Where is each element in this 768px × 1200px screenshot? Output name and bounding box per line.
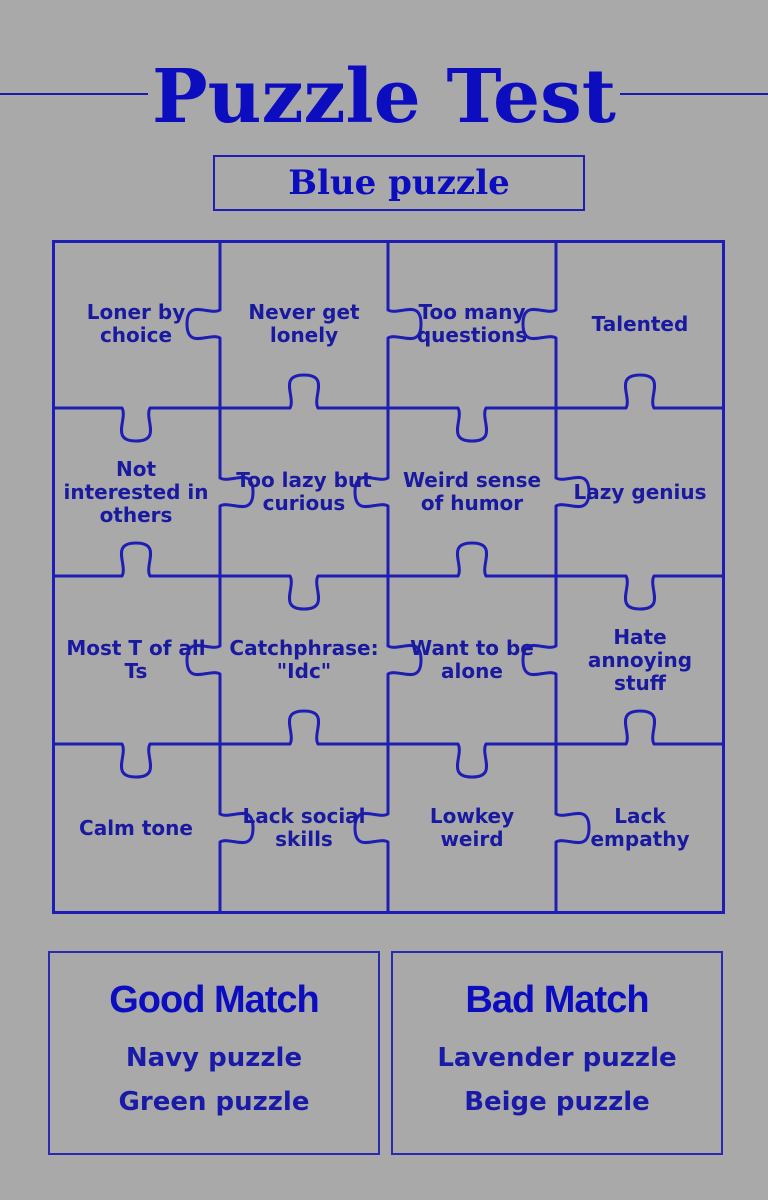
puzzle-piece: Want to be alone	[388, 576, 556, 744]
puzzle-piece: Most T of all Ts	[52, 576, 220, 744]
piece-edge-vertical	[185, 574, 222, 746]
piece-edge-horizontal	[554, 709, 725, 746]
piece-edge-horizontal	[52, 406, 222, 443]
title-rule-right	[618, 93, 768, 95]
piece-edge-horizontal	[554, 373, 725, 410]
piece-label: Talented	[591, 311, 689, 336]
piece-label: Weird sense of humor	[402, 468, 542, 515]
puzzle-piece: Lack empathy	[556, 744, 724, 912]
bad-match-box: Bad Match Lavender puzzle Beige puzzle	[391, 951, 723, 1155]
piece-edge-vertical	[554, 406, 591, 578]
puzzle-piece: Calm tone	[52, 744, 220, 912]
bad-match-item: Beige puzzle	[464, 1087, 650, 1117]
piece-edge-horizontal	[386, 742, 558, 779]
piece-edge-horizontal	[52, 742, 222, 779]
piece-label: Too many questions	[416, 300, 528, 347]
piece-label: Calm tone	[79, 815, 193, 840]
good-match-item: Green puzzle	[118, 1087, 310, 1117]
piece-edge-vertical	[386, 240, 423, 410]
piece-edge-horizontal	[218, 373, 390, 410]
piece-label: Not interested in others	[63, 456, 209, 527]
bad-match-list: Lavender puzzle Beige puzzle	[437, 1036, 676, 1124]
piece-edge-horizontal	[218, 709, 390, 746]
piece-edge-vertical	[353, 742, 390, 914]
puzzle-outline	[52, 240, 725, 914]
subtitle-box: Blue puzzle	[213, 155, 585, 211]
good-match-box: Good Match Navy puzzle Green puzzle	[48, 951, 380, 1155]
puzzle-piece: Talented	[556, 240, 724, 408]
puzzle-piece: Weird sense of humor	[388, 408, 556, 576]
puzzle-piece: Loner by choice	[52, 240, 220, 408]
piece-label: Too lazy but curious	[236, 468, 372, 515]
piece-label: Most T of all Ts	[66, 636, 206, 683]
piece-label: Lack empathy	[590, 804, 690, 851]
piece-edge-vertical	[386, 574, 423, 746]
piece-label: Loner by choice	[86, 300, 186, 347]
piece-label: Want to be alone	[410, 636, 534, 683]
piece-label: Never get lonely	[248, 300, 360, 347]
puzzle-piece: Too lazy but curious	[220, 408, 388, 576]
page-title: Puzzle Test	[0, 52, 768, 142]
piece-edge-vertical	[521, 240, 558, 410]
piece-label: Lack social skills	[242, 804, 366, 851]
subtitle-text: Blue puzzle	[288, 163, 510, 203]
piece-edge-horizontal	[386, 406, 558, 443]
piece-edge-horizontal	[554, 574, 725, 611]
piece-edge-horizontal	[52, 541, 222, 578]
good-match-list: Navy puzzle Green puzzle	[119, 1036, 310, 1124]
piece-edge-vertical	[185, 240, 222, 410]
puzzle-grid: Loner by choice Never get lonely Too man…	[52, 240, 725, 914]
puzzle-piece: Too many questions	[388, 240, 556, 408]
puzzle-piece: Lazy genius	[556, 408, 724, 576]
puzzle-piece: Catchphrase: "Idc"	[220, 576, 388, 744]
puzzle-piece: Not interested in others	[52, 408, 220, 576]
piece-edge-vertical	[218, 742, 255, 914]
piece-edge-vertical	[353, 406, 390, 578]
puzzle-piece: Never get lonely	[220, 240, 388, 408]
good-match-item: Navy puzzle	[125, 1043, 303, 1073]
puzzle-piece: Lowkey weird	[388, 744, 556, 912]
piece-label: Hate annoying stuff	[587, 624, 693, 695]
title-rule-left	[0, 93, 150, 95]
puzzle-piece: Lack social skills	[220, 744, 388, 912]
piece-edge-vertical	[218, 406, 255, 578]
piece-edge-horizontal	[218, 574, 390, 611]
bad-match-title: Bad Match	[465, 979, 649, 1021]
bad-match-item: Lavender puzzle	[437, 1043, 677, 1073]
piece-edge-horizontal	[386, 541, 558, 578]
good-match-title: Good Match	[109, 979, 320, 1021]
piece-edge-vertical	[554, 742, 591, 914]
piece-edge-vertical	[521, 574, 558, 746]
piece-label: Lazy genius	[573, 479, 707, 504]
puzzle-piece: Hate annoying stuff	[556, 576, 724, 744]
page-title-text: Puzzle Test	[148, 54, 620, 140]
piece-label: Lowkey weird	[429, 804, 515, 851]
piece-label: Catchphrase: "Idc"	[229, 636, 379, 683]
